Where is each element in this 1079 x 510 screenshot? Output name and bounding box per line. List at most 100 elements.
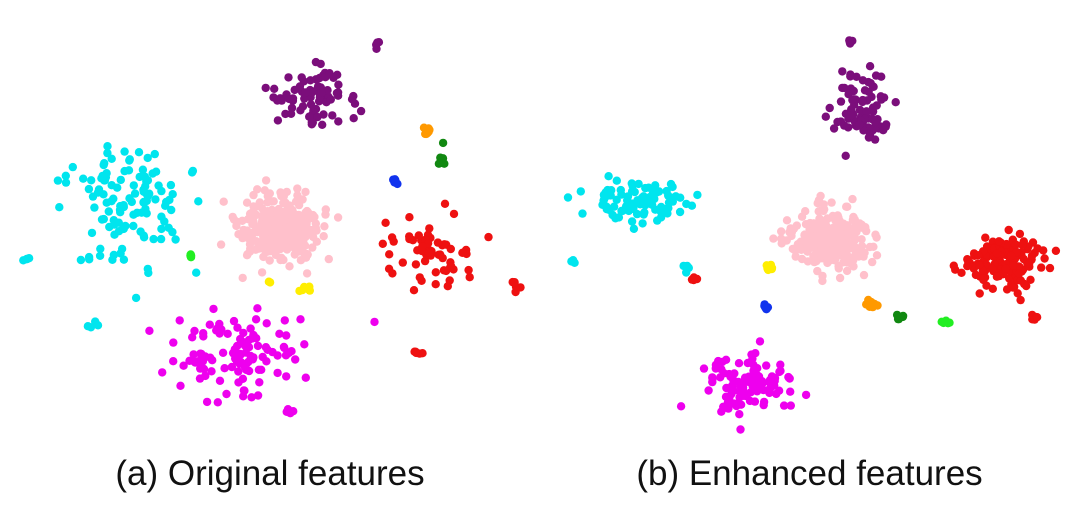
- point: [857, 235, 866, 244]
- point: [729, 375, 738, 385]
- point: [149, 234, 158, 244]
- point: [167, 205, 176, 215]
- cluster-0: [53, 142, 203, 303]
- point: [858, 76, 868, 85]
- point: [196, 349, 205, 358]
- point: [881, 122, 890, 131]
- point: [668, 182, 677, 192]
- point: [282, 331, 291, 340]
- point: [849, 243, 859, 252]
- point: [291, 197, 301, 206]
- point: [116, 175, 126, 185]
- point: [229, 316, 239, 326]
- point: [279, 198, 288, 208]
- point: [127, 197, 136, 207]
- point: [156, 234, 166, 244]
- point: [729, 386, 738, 395]
- point: [776, 360, 785, 369]
- point: [418, 242, 427, 251]
- point: [830, 227, 839, 236]
- point: [857, 241, 867, 251]
- point: [949, 261, 958, 270]
- point: [157, 212, 166, 221]
- point: [253, 185, 262, 194]
- point: [120, 166, 129, 176]
- point: [61, 171, 70, 180]
- point: [821, 237, 830, 246]
- point: [296, 106, 305, 115]
- point: [438, 253, 447, 263]
- point: [600, 191, 609, 200]
- point: [868, 103, 878, 112]
- cluster-10: [762, 260, 777, 275]
- point: [261, 343, 271, 352]
- point: [1040, 254, 1049, 263]
- point: [185, 356, 194, 365]
- point: [816, 227, 825, 237]
- point: [261, 176, 271, 185]
- point: [682, 268, 691, 277]
- point: [179, 361, 188, 370]
- point: [1014, 269, 1024, 278]
- point: [213, 398, 222, 407]
- point: [285, 236, 294, 245]
- point: [711, 360, 721, 370]
- point: [103, 148, 112, 158]
- point: [576, 187, 585, 196]
- point: [848, 95, 857, 105]
- point: [282, 372, 291, 381]
- point: [638, 219, 647, 228]
- point: [819, 200, 828, 209]
- point: [215, 376, 225, 385]
- cluster-11: [760, 300, 773, 314]
- point: [629, 224, 639, 233]
- point: [786, 387, 795, 396]
- point: [164, 223, 173, 232]
- point: [1008, 261, 1018, 270]
- point: [818, 244, 827, 254]
- point: [202, 397, 212, 407]
- point: [845, 37, 854, 46]
- point: [302, 269, 312, 278]
- point: [862, 107, 871, 116]
- point: [116, 208, 125, 217]
- point: [273, 96, 282, 105]
- point: [61, 178, 71, 187]
- point: [22, 254, 32, 264]
- point: [973, 251, 983, 260]
- point: [296, 256, 306, 265]
- point: [151, 195, 160, 204]
- point: [971, 270, 981, 280]
- point: [273, 368, 282, 378]
- point: [443, 282, 452, 291]
- point: [120, 147, 129, 156]
- point: [267, 225, 277, 235]
- point: [850, 223, 859, 232]
- point: [189, 350, 198, 359]
- point: [612, 176, 621, 185]
- point: [385, 250, 394, 259]
- point: [651, 205, 660, 214]
- point: [378, 239, 387, 248]
- point: [329, 73, 338, 83]
- point: [239, 328, 248, 338]
- point: [134, 148, 144, 157]
- point: [843, 221, 852, 230]
- point: [206, 353, 215, 362]
- point: [829, 124, 839, 133]
- point: [356, 106, 366, 116]
- point: [244, 343, 254, 352]
- point: [150, 149, 159, 159]
- point: [297, 73, 306, 82]
- point: [145, 326, 154, 335]
- cluster-12: [862, 295, 882, 312]
- point: [801, 207, 810, 216]
- point: [246, 351, 255, 361]
- point: [307, 120, 316, 129]
- point: [254, 365, 264, 374]
- point: [872, 251, 882, 260]
- point: [311, 57, 321, 67]
- point: [91, 317, 100, 326]
- point: [209, 304, 218, 314]
- point: [838, 67, 847, 76]
